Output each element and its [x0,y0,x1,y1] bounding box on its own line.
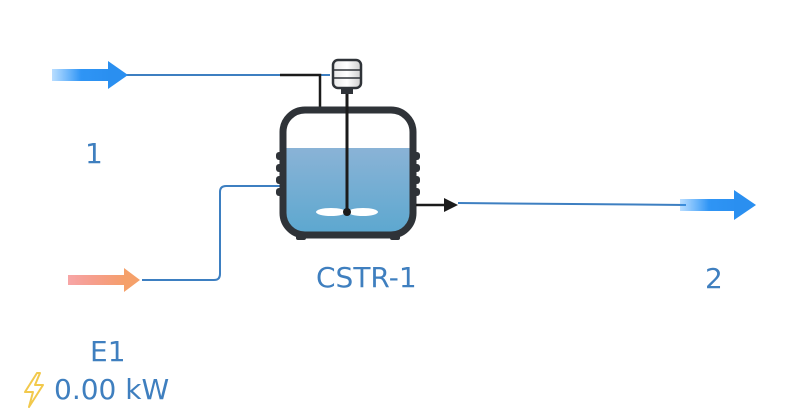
energy-duty-readout: 0.00 kW [22,372,169,408]
outlet-stream-line[interactable] [457,202,687,206]
arrow-right-icon[interactable] [68,268,140,292]
impeller-icon [316,208,378,216]
energy-stream-line[interactable] [142,185,286,281]
energy-stream-label[interactable]: E1 [90,335,126,368]
arrow-right-icon[interactable] [52,61,128,89]
outlet-nozzle [416,198,458,212]
outlet-stream-2[interactable] [457,202,687,206]
vessel-leg [296,234,306,240]
reactor-cstr[interactable] [276,58,458,240]
stream-label-2[interactable]: 2 [705,262,723,295]
stream-label-1[interactable]: 1 [85,137,103,170]
vessel-leg [390,234,400,240]
arrow-right-icon[interactable] [680,190,756,220]
lightning-bolt-icon [24,372,44,408]
energy-duty-value: 0.00 kW [54,373,170,406]
agitator-motor-icon [331,58,363,94]
reactor-label[interactable]: CSTR-1 [316,261,417,294]
energy-stream-e1[interactable] [142,185,286,281]
